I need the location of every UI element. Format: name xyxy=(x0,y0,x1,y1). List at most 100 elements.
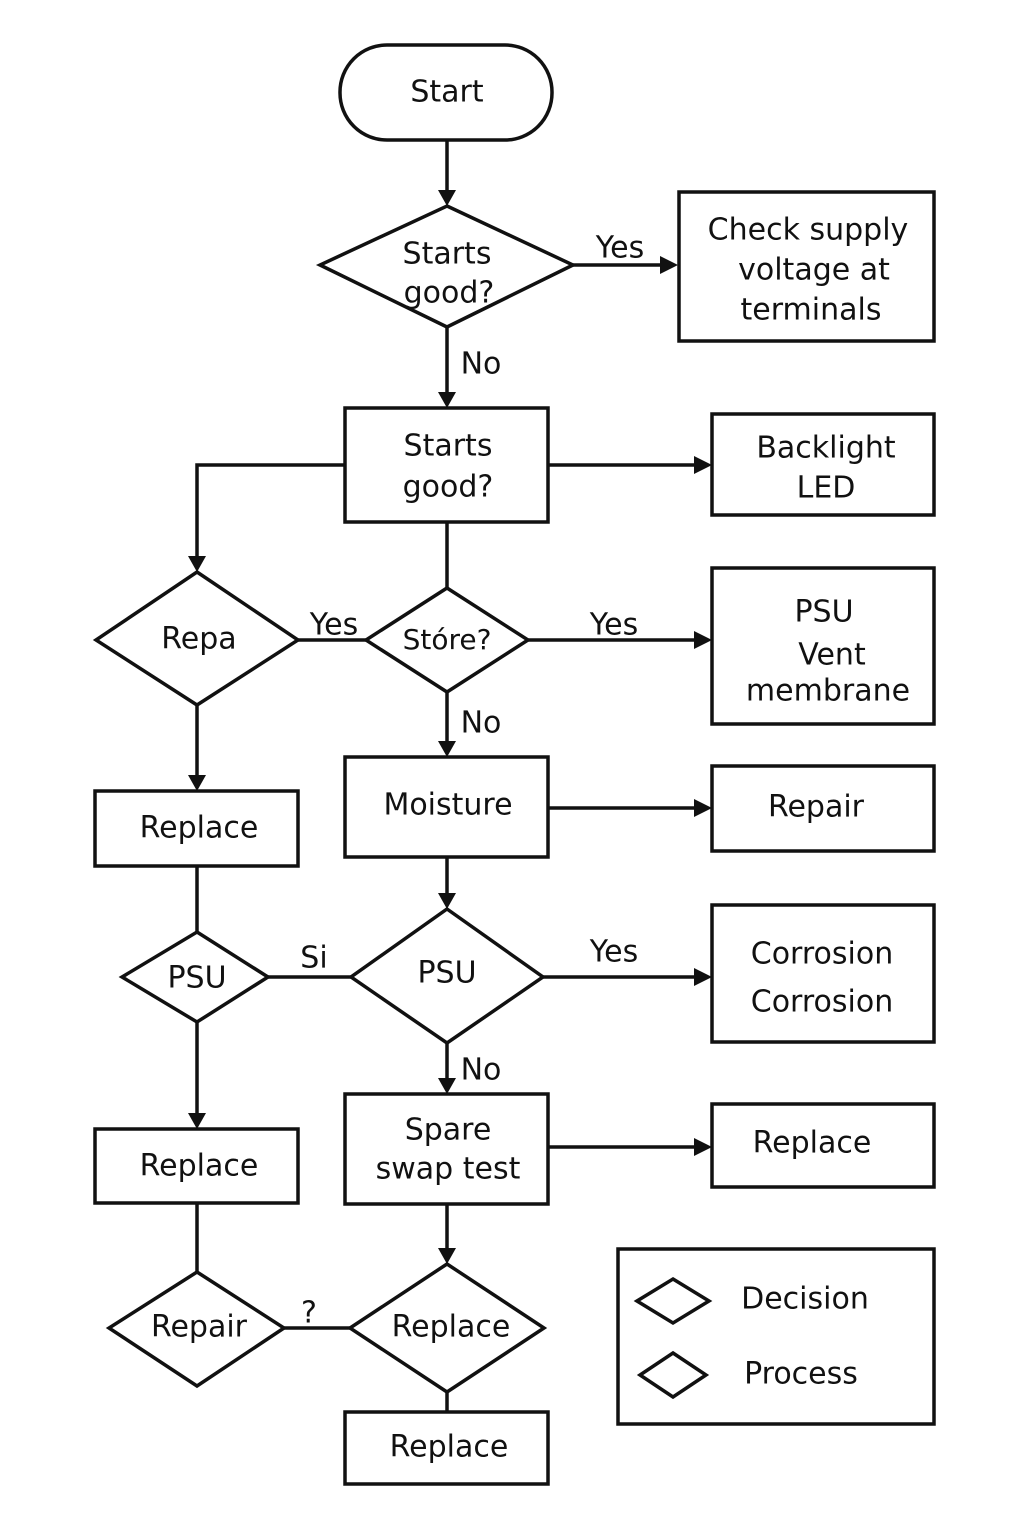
process-starts-good: Starts good? xyxy=(343,406,550,524)
decision-label: PSU xyxy=(167,961,226,996)
legend: Decision Process xyxy=(616,1247,936,1426)
process-label-line-2: Vent xyxy=(798,638,866,673)
decision-label-line-2: good? xyxy=(404,276,495,311)
legend-process-diamond-icon xyxy=(636,1350,710,1400)
process-label: Replace xyxy=(390,1430,509,1465)
process-label-line-1: Backlight xyxy=(756,431,896,466)
arrowhead xyxy=(438,741,456,757)
decision-label-line-1: Starts xyxy=(403,237,492,272)
process-label-line-1: Corrosion xyxy=(751,937,893,972)
process-label-line-2: voltage at xyxy=(738,253,890,288)
arrowhead xyxy=(438,893,456,909)
process-label-line-1: PSU xyxy=(794,595,853,630)
process-repair-1: Repair xyxy=(710,764,936,853)
decision-diamond xyxy=(346,1261,548,1395)
connector-to-repa xyxy=(195,463,345,560)
edge-label-question: ? xyxy=(301,1296,317,1331)
process-box xyxy=(343,1410,550,1486)
decision-repa: Repa xyxy=(92,569,302,708)
edge-label-no: No xyxy=(461,347,502,382)
legend-decision-diamond-icon xyxy=(633,1276,713,1326)
decision-replace: Replace xyxy=(346,1261,548,1395)
arrowhead xyxy=(694,968,712,986)
process-label-line-1: Starts xyxy=(404,429,493,464)
arrowhead xyxy=(438,1248,456,1264)
arrowhead xyxy=(188,556,206,572)
decision-diamond xyxy=(92,569,302,708)
decision-psu-mid: PSU xyxy=(347,906,547,1046)
decision-diamond xyxy=(347,906,547,1046)
process-psu-vent: PSU Vent membrane xyxy=(710,566,936,726)
process-box xyxy=(710,566,936,726)
edge-label-si: Si xyxy=(300,941,327,976)
decision-diamond xyxy=(118,929,272,1025)
process-box xyxy=(710,1102,936,1189)
process-box xyxy=(343,755,550,859)
process-box xyxy=(93,789,300,868)
process-box xyxy=(93,1127,300,1205)
process-label: Replace xyxy=(140,811,259,846)
process-box xyxy=(710,412,936,517)
process-label-line-2: good? xyxy=(403,470,494,505)
process-replace-3: Replace xyxy=(710,1102,936,1189)
process-spare-swap: Spare swap test xyxy=(343,1092,550,1206)
process-check-supply: Check supply voltage at terminals xyxy=(677,190,936,343)
process-box xyxy=(710,764,936,853)
decision-diamond xyxy=(362,585,532,695)
process-box xyxy=(343,406,550,524)
edge-label-yes: Yes xyxy=(595,231,644,266)
start-label: Start xyxy=(410,75,484,110)
decision-starts-good: Starts good? xyxy=(315,204,578,329)
start-terminator xyxy=(338,43,554,142)
process-replace-1: Replace xyxy=(93,789,300,868)
legend-box xyxy=(616,1247,936,1426)
arrowhead xyxy=(438,392,456,408)
start-node: Start xyxy=(338,43,554,142)
process-replace-4: Replace xyxy=(343,1410,550,1486)
legend-decision-label: Decision xyxy=(741,1282,869,1317)
process-label-line-1: Check supply xyxy=(708,213,909,248)
process-replace-2: Replace xyxy=(93,1127,300,1205)
decision-label: Replace xyxy=(392,1310,511,1345)
process-box xyxy=(343,1092,550,1206)
arrowhead xyxy=(694,456,712,474)
process-label: Replace xyxy=(140,1149,259,1184)
arrowhead xyxy=(188,1113,206,1129)
process-label-line-2: Corrosion xyxy=(751,985,893,1020)
process-label: Repair xyxy=(768,790,865,825)
process-label-line-3: terminals xyxy=(741,293,882,328)
edge-labels: Yes No Yes Yes No Si Yes No ? xyxy=(300,231,644,1331)
decision-store: Stóre? xyxy=(362,585,532,695)
arrowhead xyxy=(438,1078,456,1094)
arrowhead xyxy=(188,775,206,791)
decision-repair: Repair xyxy=(105,1269,288,1389)
decision-label: Repair xyxy=(151,1310,248,1345)
process-box xyxy=(710,903,936,1044)
decision-psu-left: PSU xyxy=(118,929,272,1025)
process-label: Moisture xyxy=(383,788,512,823)
process-backlight: Backlight LED xyxy=(710,412,936,517)
edge-label-yes: Yes xyxy=(309,608,358,643)
edge-label-yes: Yes xyxy=(589,608,638,643)
arrowhead xyxy=(694,1138,712,1156)
process-moisture: Moisture xyxy=(343,755,550,859)
decision-label: Stóre? xyxy=(403,623,492,656)
process-label-line-1: Spare xyxy=(405,1113,492,1148)
decision-label: Repa xyxy=(161,622,236,657)
process-label-line-2: swap test xyxy=(376,1152,521,1187)
arrowhead xyxy=(438,190,456,206)
legend-process-label: Process xyxy=(744,1357,858,1392)
process-label-line-2: LED xyxy=(797,471,856,506)
arrowhead xyxy=(694,799,712,817)
decision-diamond xyxy=(315,204,578,329)
process-corrosion: Corrosion Corrosion xyxy=(710,903,936,1044)
edge-label-yes: Yes xyxy=(589,935,638,970)
arrowhead xyxy=(694,631,712,649)
process-label-line-3: membrane xyxy=(746,674,910,709)
edge-label-no: No xyxy=(461,1053,502,1088)
edge-label-no: No xyxy=(461,706,502,741)
decision-diamond xyxy=(105,1269,288,1389)
connectors xyxy=(188,140,712,1412)
process-label: Replace xyxy=(753,1126,872,1161)
